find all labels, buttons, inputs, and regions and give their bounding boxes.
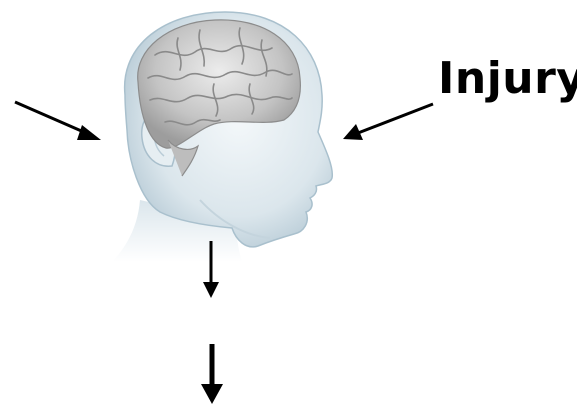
head-with-brain-icon bbox=[112, 12, 332, 262]
injury-label: Injury bbox=[438, 54, 577, 104]
arrow-left-side bbox=[15, 102, 101, 140]
arrow-down-bottom bbox=[201, 344, 223, 404]
arrow-right-side bbox=[343, 104, 433, 140]
